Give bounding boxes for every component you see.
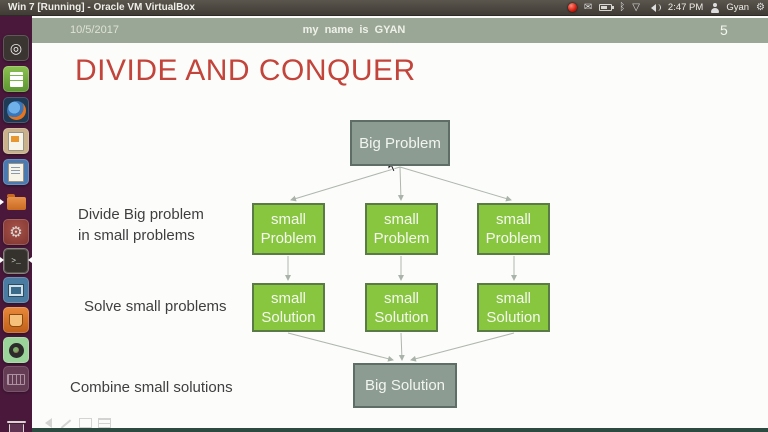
camera-lens-glyph xyxy=(8,342,24,358)
small-problem-box-1: small Problem xyxy=(252,203,325,255)
unity-launcher: ◎ ⚙ >_ xyxy=(0,16,32,432)
box-label: small xyxy=(495,211,531,228)
dash-home-icon[interactable]: ◎ xyxy=(3,35,29,61)
grid-tool-icon[interactable] xyxy=(98,418,111,428)
document-glyph xyxy=(8,131,24,151)
box-label: small xyxy=(383,211,419,228)
screen-recorder-icon[interactable] xyxy=(3,307,29,333)
small-solution-box-1: small Solution xyxy=(252,283,325,332)
session-gear-icon[interactable]: ⚙ xyxy=(756,1,765,13)
step-label-combine: Combine small solutions xyxy=(70,379,233,396)
slide-page-number: 5 xyxy=(720,22,728,38)
step-label-line: Divide Big problem xyxy=(78,206,204,223)
clock[interactable]: 2:47 PM xyxy=(667,2,704,13)
presentation-slide: 10/5/2017 my name is GYAN 5 DIVIDE AND C… xyxy=(32,16,768,429)
big-solution-box: Big Solution xyxy=(353,363,457,408)
box-label: Problem xyxy=(260,230,317,247)
libreoffice-impress-icon[interactable] xyxy=(3,128,29,154)
box-label: Problem xyxy=(373,230,430,247)
box-label: Big Solution xyxy=(364,377,446,394)
step-label-line: in small problems xyxy=(78,227,195,244)
document-glyph xyxy=(8,162,24,182)
volume-icon[interactable] xyxy=(647,4,661,12)
mail-icon[interactable]: ✉ xyxy=(583,1,593,13)
recordmydesktop-icon[interactable] xyxy=(3,337,29,363)
onboard-keyboard-icon[interactable] xyxy=(3,366,29,392)
trash-icon[interactable] xyxy=(3,418,29,432)
cup-glyph xyxy=(9,313,23,327)
spreadsheet-glyph xyxy=(9,71,23,87)
slide-title: DIVIDE AND CONQUER xyxy=(75,54,416,87)
screen-glyph xyxy=(8,283,24,297)
focused-indicator xyxy=(25,257,32,263)
window-title: Win 7 [Running] - Oracle VM VirtualBox xyxy=(8,2,195,13)
battery-icon[interactable] xyxy=(599,4,615,11)
libreoffice-writer-icon[interactable] xyxy=(3,159,29,185)
small-problem-box-3: small Problem xyxy=(477,203,550,255)
bluetooth-icon[interactable]: ᛒ xyxy=(619,1,626,13)
box-label: Solution xyxy=(261,308,316,326)
running-indicator xyxy=(0,199,7,205)
step-label-divide: Divide Big problem in small problems xyxy=(78,204,204,246)
small-solution-box-2: small Solution xyxy=(365,283,438,332)
box-label: Solution xyxy=(486,308,541,326)
bottom-status-strip xyxy=(32,428,768,432)
small-solution-box-3: small Solution xyxy=(477,283,550,332)
user-icon[interactable] xyxy=(710,2,719,13)
files-icon[interactable] xyxy=(3,190,29,216)
libreoffice-calc-icon[interactable] xyxy=(3,66,29,92)
slide-header-text: my name is GYAN xyxy=(302,24,406,36)
slide-date: 10/5/2017 xyxy=(70,24,119,36)
box-label: small xyxy=(383,289,419,307)
pointer-tool-icon[interactable] xyxy=(40,418,52,428)
box-label: small xyxy=(270,289,306,307)
box-label: Solution xyxy=(374,308,429,326)
box-label: Problem xyxy=(485,230,542,247)
trash-bin-glyph xyxy=(6,420,26,432)
step-label-solve: Solve small problems xyxy=(84,298,227,315)
firefox-icon[interactable] xyxy=(3,97,29,123)
system-settings-icon[interactable]: ⚙ xyxy=(3,219,29,245)
keyboard-glyph xyxy=(7,373,25,385)
small-problem-box-2: small Problem xyxy=(365,203,438,255)
virtualbox-icon[interactable] xyxy=(3,277,29,303)
running-indicator xyxy=(0,257,7,263)
box-label: small xyxy=(270,211,306,228)
box-label: small xyxy=(495,289,531,307)
network-icon[interactable]: ▽ xyxy=(632,1,640,13)
slide-header-band: 10/5/2017 my name is GYAN 5 xyxy=(32,18,768,43)
folder-glyph xyxy=(6,193,26,210)
globe-glyph xyxy=(6,100,26,120)
top-panel: Win 7 [Running] - Oracle VM VirtualBox ✉… xyxy=(0,0,768,16)
box-label: Big Problem xyxy=(359,134,441,152)
big-problem-box: Big Problem xyxy=(350,120,450,166)
user-name[interactable]: Gyan xyxy=(726,2,750,13)
system-tray: ✉ ᛒ ▽ 2:47 PM Gyan ⚙ xyxy=(567,1,768,13)
recording-indicator-icon[interactable] xyxy=(567,3,577,12)
shape-tool-icon[interactable] xyxy=(79,418,92,428)
